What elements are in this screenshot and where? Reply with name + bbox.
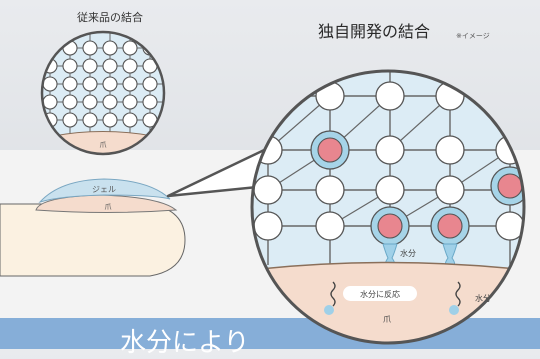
- monomer-node: [102, 94, 118, 110]
- monomer-node: [315, 175, 345, 205]
- reactive-node-core: [497, 173, 523, 199]
- bonding-diagram: ジェル 爪 爪 水分に反応 水分 爪 水分: [0, 30, 526, 345]
- image-note: ※イメージ: [456, 32, 490, 40]
- monomer-node: [82, 58, 98, 74]
- monomer-node: [375, 175, 405, 205]
- conventional-bond-title: 従来品の結合: [77, 11, 143, 24]
- monomer-node: [122, 40, 138, 56]
- monomer-node: [102, 112, 118, 128]
- monomer-node: [315, 81, 345, 111]
- monomer-node: [495, 211, 524, 241]
- monomer-node: [375, 135, 405, 165]
- monomer-node: [82, 40, 98, 56]
- monomer-node: [253, 175, 283, 205]
- monomer-node: [122, 94, 138, 110]
- monomer-node: [142, 76, 158, 92]
- original-bond-circle: 水分に反応 水分 爪 水分: [250, 69, 526, 345]
- monomer-node: [253, 81, 283, 111]
- conventional-bond-circle: 爪: [40, 30, 166, 156]
- monomer-node: [122, 58, 138, 74]
- monomer-node: [142, 94, 158, 110]
- monomer-node: [253, 211, 283, 241]
- large-nail-label: 爪: [383, 315, 391, 324]
- finger-illustration: ジェル 爪: [0, 178, 186, 277]
- monomer-node: [435, 135, 465, 165]
- monomer-node: [62, 58, 78, 74]
- reactive-node-core: [317, 137, 343, 163]
- monomer-node: [62, 112, 78, 128]
- conventional-network: [42, 32, 164, 135]
- monomer-node: [82, 76, 98, 92]
- monomer-node: [82, 94, 98, 110]
- nail-shape: [35, 194, 178, 213]
- monomer-node: [62, 76, 78, 92]
- drop-moisture-label: 水分: [400, 248, 416, 258]
- monomer-node: [122, 76, 138, 92]
- gel-layer: [38, 178, 171, 203]
- monomer-node: [102, 40, 118, 56]
- monomer-node: [495, 81, 524, 111]
- reactive-node-core: [377, 213, 403, 239]
- monomer-node: [102, 58, 118, 74]
- monomer-node: [102, 76, 118, 92]
- monomer-node: [82, 112, 98, 128]
- conventional-nail-label: 爪: [100, 141, 107, 149]
- monomer-node: [62, 94, 78, 110]
- monomer-node: [42, 76, 58, 92]
- finger-nail-label: 爪: [105, 203, 112, 211]
- original-bond-title: 独自開発の結合: [318, 22, 431, 41]
- gel-label: ジェル: [92, 185, 116, 194]
- monomer-node: [122, 112, 138, 128]
- monomer-node: [315, 211, 345, 241]
- monomer-node: [375, 81, 405, 111]
- reacts-to-moisture-label: 水分に反応: [360, 289, 400, 299]
- monomer-node: [435, 175, 465, 205]
- monomer-node: [42, 94, 58, 110]
- nail-moisture-label: 水分: [475, 293, 491, 303]
- reactive-node-core: [437, 213, 463, 239]
- monomer-node: [42, 40, 58, 56]
